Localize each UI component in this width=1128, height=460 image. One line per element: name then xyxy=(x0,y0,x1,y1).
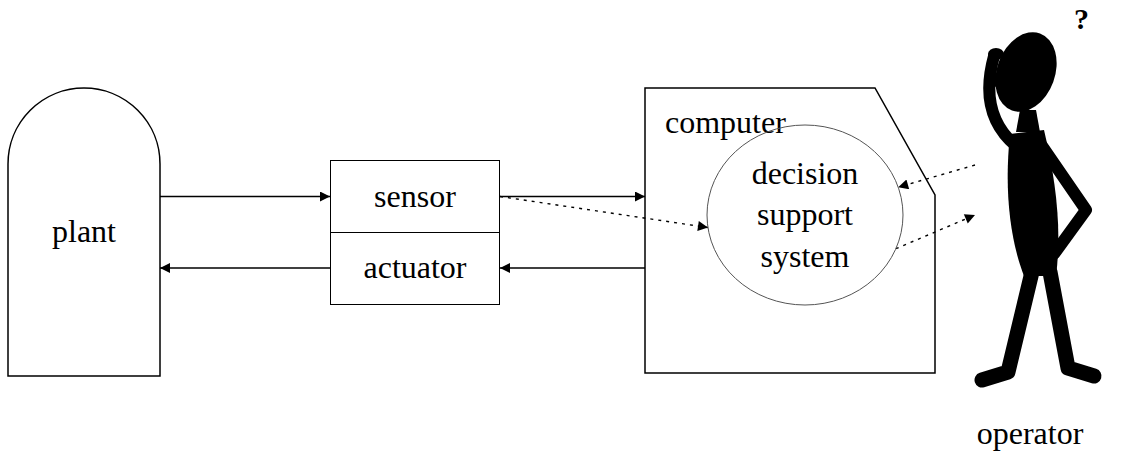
plant-box: plant xyxy=(8,88,160,376)
operator-figure: operator xyxy=(950,10,1110,455)
decision-ellipse: decision support system xyxy=(707,125,903,305)
dotted-arrow xyxy=(898,165,975,187)
signal-arrow xyxy=(160,196,330,198)
node-label: sensor xyxy=(374,176,456,218)
node-label: actuator xyxy=(363,247,466,289)
computer-outline xyxy=(645,88,935,373)
node-label: operator xyxy=(977,413,1084,455)
plant-outline xyxy=(8,88,160,376)
question-mark: ? xyxy=(1074,2,1089,35)
signal-arrow xyxy=(500,196,645,198)
signal-arrow xyxy=(160,267,330,269)
operator-figure-outline xyxy=(950,10,1110,455)
computer-box: computer decision support system xyxy=(645,88,935,373)
dotted-arrow xyxy=(500,197,708,228)
signal-arrow xyxy=(500,267,645,269)
actuator-box: actuator xyxy=(330,232,500,305)
operator-silhouette xyxy=(982,24,1094,380)
node-label: computer xyxy=(665,102,786,144)
decision-ellipse-outline xyxy=(707,125,903,305)
node-label: decision support system xyxy=(735,153,875,278)
sensor-box: sensor xyxy=(330,160,500,233)
node-label: plant xyxy=(52,211,116,253)
